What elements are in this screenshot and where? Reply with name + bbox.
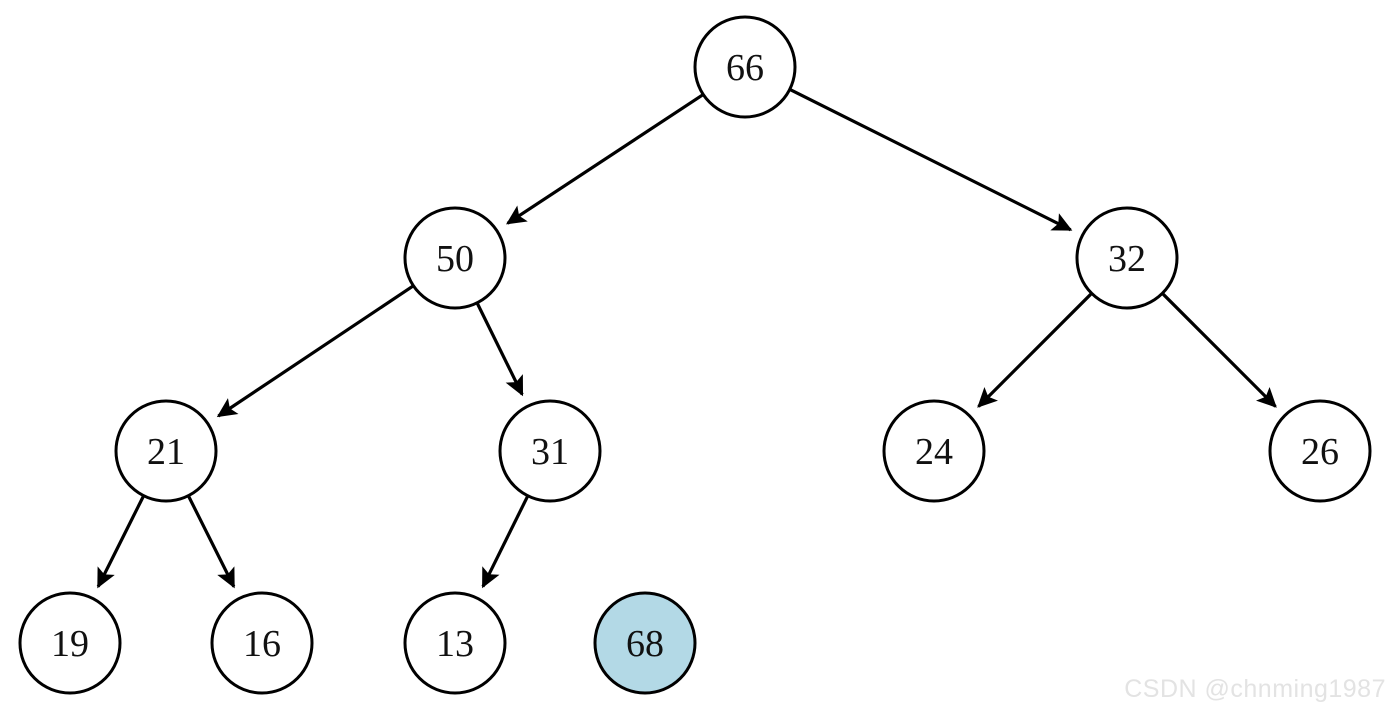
tree-node[interactable]: 16 <box>210 591 314 695</box>
node-circle[interactable] <box>498 399 602 503</box>
node-circle[interactable] <box>693 15 797 119</box>
node-label: 31 <box>531 431 569 473</box>
edges-layer <box>96 88 1277 589</box>
node-label: 32 <box>1108 238 1146 280</box>
tree-edge <box>216 284 414 418</box>
node-label: 16 <box>243 623 281 665</box>
node-label: 66 <box>726 47 764 89</box>
node-circle[interactable] <box>403 591 507 695</box>
node-label: 21 <box>147 431 185 473</box>
node-circle[interactable] <box>1268 399 1372 503</box>
tree-edge <box>789 88 1073 232</box>
node-circle[interactable] <box>210 591 314 695</box>
tree-node[interactable]: 21 <box>114 399 218 503</box>
tree-edge <box>187 495 236 589</box>
tree-node[interactable]: 68 <box>593 591 697 695</box>
nodes-layer: 66 50 32 21 31 24 26 19 16 13 68 <box>18 15 1372 695</box>
tree-edge <box>476 303 524 397</box>
tree-node[interactable]: 32 <box>1075 206 1179 310</box>
node-circle[interactable] <box>403 206 507 310</box>
tree-node[interactable]: 24 <box>882 399 986 503</box>
node-label: 50 <box>436 238 474 280</box>
node-circle[interactable] <box>882 399 986 503</box>
node-circle[interactable] <box>18 591 122 695</box>
tree-edge <box>481 496 529 589</box>
watermark-label: CSDN @chnming1987 <box>1124 675 1386 703</box>
node-label: 26 <box>1301 431 1339 473</box>
tree-edge <box>977 292 1093 408</box>
node-circle[interactable] <box>1075 206 1179 310</box>
tree-node[interactable]: 50 <box>403 206 507 310</box>
tree-node[interactable]: 66 <box>693 15 797 119</box>
tree-edge <box>506 93 704 225</box>
node-circle[interactable] <box>114 399 218 503</box>
node-circle[interactable] <box>593 591 697 695</box>
tree-node[interactable]: 26 <box>1268 399 1372 503</box>
node-label: 13 <box>436 623 474 665</box>
tree-node[interactable]: 31 <box>498 399 602 503</box>
tree-node[interactable]: 13 <box>403 591 507 695</box>
node-label: 68 <box>626 623 664 665</box>
node-label: 19 <box>51 623 89 665</box>
tree-edge <box>96 495 145 589</box>
tree-node[interactable]: 19 <box>18 591 122 695</box>
tree-edge <box>1161 292 1277 408</box>
node-label: 24 <box>915 431 953 473</box>
